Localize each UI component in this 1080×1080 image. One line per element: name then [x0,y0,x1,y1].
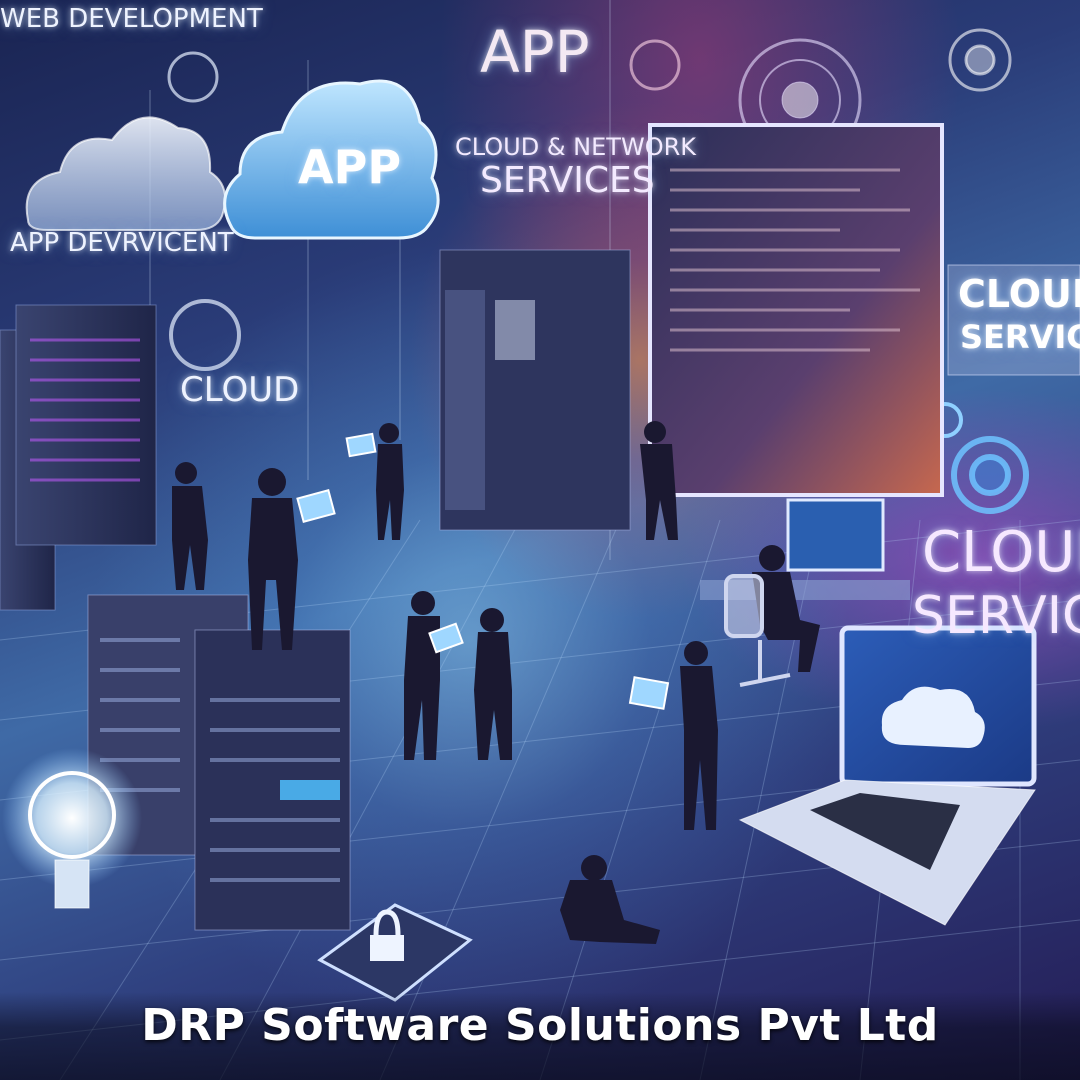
cloud-network-label-line2: SERVICES [480,160,655,201]
caption-bar [0,992,1080,1080]
cloud-service-line1: CLOUD [922,520,1080,585]
pale-cloud-icon [25,116,226,231]
lock-chip-icon [317,903,473,1002]
app-title-label: APP [480,18,590,86]
people-silhouettes [172,421,820,944]
company-caption: DRP Software Solutions Pvt Ltd [141,1000,939,1051]
light-bulb-icon [2,748,142,909]
office-chair [724,574,791,687]
small-ring-icon [948,28,1012,92]
recycle-emblem-icon [169,299,241,371]
circle-icon [629,39,681,91]
lock-emblem-icon [167,51,219,103]
app-cloud-icon [223,79,440,240]
laptop [738,625,1037,926]
cloud-services-panel-line1: CLOUD [958,272,1080,316]
app-cloud-label: APP [298,140,402,194]
web-development-label: WEB DEVELOPMENT [0,4,263,34]
server-cabinet-center [439,249,631,531]
cloud-services-panel-line2: SERVICES [960,318,1080,356]
desk-monitor [786,498,885,572]
code-monitor [648,123,944,497]
cloud-service-line2: SERVICE [912,586,1080,646]
cloud-services-panel [947,264,1080,376]
app-development-label: APP DEVRVICENT [10,228,234,258]
tablet-devices [296,432,670,710]
server-rack-left [0,304,157,611]
gear-icon [951,436,1029,514]
server-stack-front [87,594,351,931]
cloud-label: CLOUD [180,370,300,410]
cloud-network-label-line1: CLOUD & NETWORK [455,133,696,161]
